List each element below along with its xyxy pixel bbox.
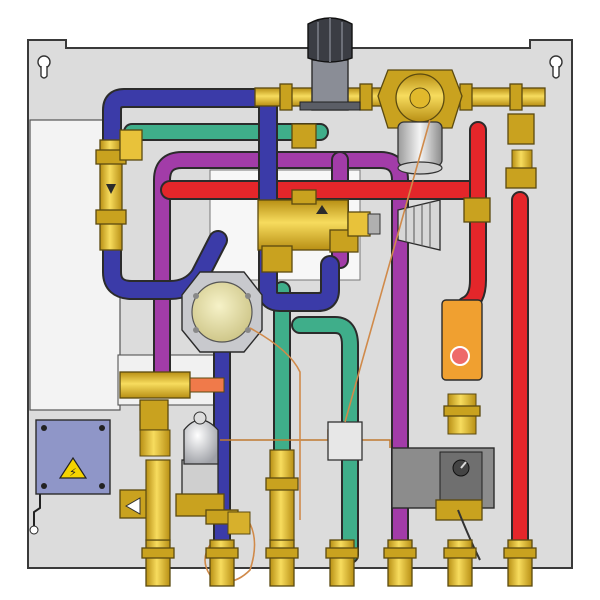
right-brass-fittings xyxy=(119,113,537,435)
thermostat-head-icon[interactable] xyxy=(299,17,361,111)
wall-mount-keyhole-icon xyxy=(549,55,563,79)
electrical-junction-box: ⚡ xyxy=(29,419,111,535)
left-brass-riser xyxy=(95,139,127,251)
pressure-gauge-icon xyxy=(181,271,263,353)
actuator-bellows xyxy=(397,199,441,251)
bottom-outlets xyxy=(141,539,537,587)
lower-brass-risers xyxy=(145,449,299,541)
mixing-block xyxy=(257,189,381,273)
hazard-symbol: ⚡ xyxy=(69,466,77,479)
wall-mount-keyhole-icon xyxy=(37,55,51,79)
electrical-hazard-icon: ⚡ xyxy=(58,456,88,479)
thermostat-head-icon[interactable] xyxy=(175,411,225,517)
pressure-regulator-valve xyxy=(377,69,463,175)
circulation-pump-icon xyxy=(391,447,495,561)
flow-indicator-icon xyxy=(441,299,483,381)
signal-wires xyxy=(204,119,431,583)
